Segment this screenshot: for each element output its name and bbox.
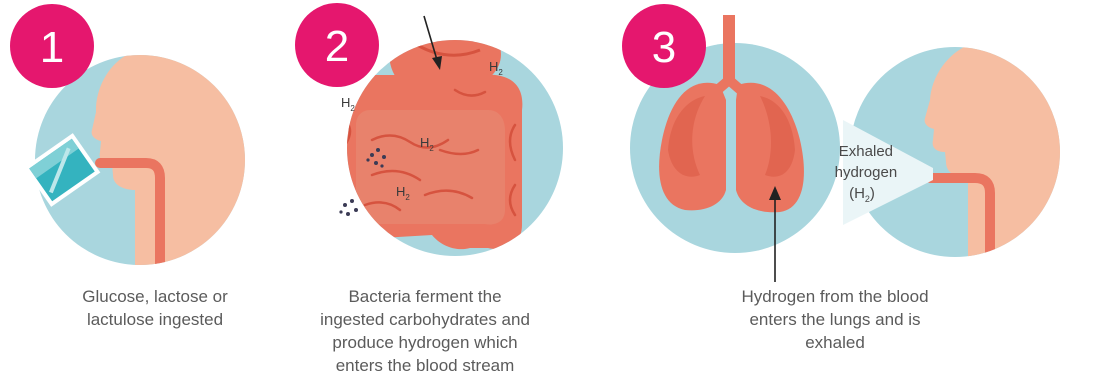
step-3-caption: Hydrogen from the blood enters the lungs… [700, 285, 970, 354]
step-2-caption: Bacteria ferment the ingested carbohydra… [295, 285, 555, 377]
step-3-illustration: Exhaled hydrogen (H2) 3 [622, 4, 1070, 282]
step-1-caption: Glucose, lactose or lactulose ingested [40, 285, 270, 331]
h2-label: H2 [341, 95, 355, 113]
step-2-illustration: H2 H2 H2 H2 2 [295, 3, 563, 256]
step-1-illustration: 1 [10, 4, 250, 270]
step-3-number: 3 [652, 23, 676, 72]
step-1-number: 1 [40, 23, 64, 72]
step-2-number: 2 [325, 22, 349, 71]
